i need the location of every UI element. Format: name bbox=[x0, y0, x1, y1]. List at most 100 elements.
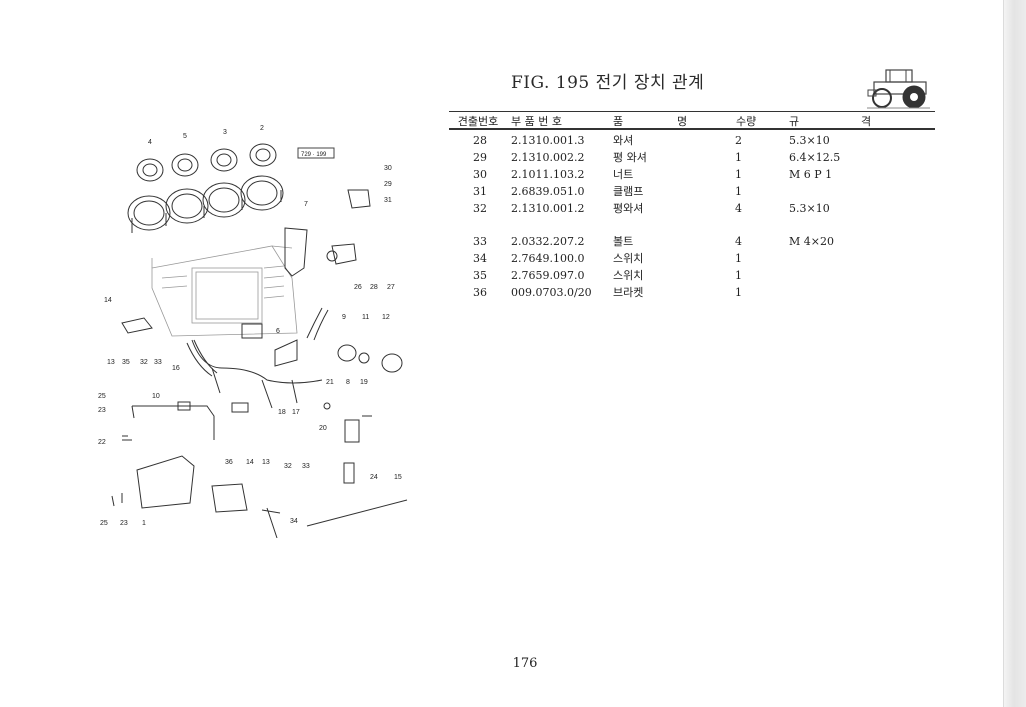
row-part: 2.1310.002.2 bbox=[511, 151, 585, 164]
row-spec: M 4×20 bbox=[789, 235, 834, 248]
callout: 4 bbox=[148, 139, 152, 146]
row-part: 2.1310.001.3 bbox=[511, 134, 585, 147]
callout: 14 bbox=[104, 297, 112, 304]
row-qty: 1 bbox=[735, 252, 742, 265]
callout: 30 bbox=[384, 165, 392, 172]
row-no: 34 bbox=[473, 252, 487, 265]
row-name: 평와셔 bbox=[613, 202, 644, 215]
row-no: 35 bbox=[473, 269, 487, 282]
callout: 34 bbox=[290, 518, 298, 525]
callout: 28 bbox=[370, 284, 378, 291]
callout: 25 bbox=[98, 393, 106, 400]
header-part: 부 품 번 호 bbox=[511, 115, 562, 128]
table-header: 견출번호 부 품 번 호 품 명 수량 규 격 bbox=[449, 114, 935, 130]
callout: 8 bbox=[346, 379, 350, 386]
page-number: 176 bbox=[512, 656, 538, 671]
row-name: 볼트 bbox=[613, 235, 634, 248]
row-part: 2.0332.207.2 bbox=[511, 235, 585, 248]
row-spec: 6.4×12.5 bbox=[789, 151, 841, 164]
callout: 33 bbox=[154, 359, 162, 366]
callout: 12 bbox=[382, 314, 390, 321]
callout: 23 bbox=[120, 520, 128, 527]
callout: 16 bbox=[172, 365, 180, 372]
header-spec-1: 규 bbox=[789, 115, 800, 128]
callout: 1 bbox=[142, 520, 146, 527]
callout: 2 bbox=[260, 125, 264, 132]
callout: 22 bbox=[98, 439, 106, 446]
callout: 27 bbox=[387, 284, 395, 291]
callout: 33 bbox=[302, 463, 310, 470]
callout: 6 bbox=[276, 328, 280, 335]
row-qty: 2 bbox=[735, 134, 742, 147]
callout: 35 bbox=[122, 359, 130, 366]
callout-numbers: 4 5 3 2 30 29 31 7 26 28 27 14 6 9 11 12… bbox=[98, 125, 402, 527]
header-spec-2: 격 bbox=[861, 115, 872, 128]
row-name: 스위치 bbox=[613, 269, 644, 282]
callout: 20 bbox=[319, 425, 327, 432]
row-no: 33 bbox=[473, 235, 487, 248]
callout: 18 bbox=[278, 409, 286, 416]
tractor-icon bbox=[867, 69, 930, 109]
row-qty: 1 bbox=[735, 269, 742, 282]
row-name: 클램프 bbox=[613, 185, 644, 198]
table-header-rule bbox=[449, 128, 935, 130]
row-name: 평 와셔 bbox=[613, 151, 647, 164]
row-no: 30 bbox=[473, 168, 487, 181]
row-name: 브라켓 bbox=[613, 286, 644, 299]
row-part: 2.1310.001.2 bbox=[511, 202, 585, 215]
callout: 11 bbox=[362, 314, 369, 321]
callout: 26 bbox=[354, 284, 362, 291]
callout: 23 bbox=[98, 407, 106, 414]
header-name-2: 명 bbox=[677, 115, 688, 128]
callout: 10 bbox=[152, 393, 160, 400]
row-spec: 5.3×10 bbox=[789, 134, 830, 147]
callout: 32 bbox=[284, 463, 292, 470]
callout: 13 bbox=[262, 459, 270, 466]
callout: 36 bbox=[225, 459, 233, 466]
row-no: 32 bbox=[473, 202, 487, 215]
header-name-1: 품 bbox=[613, 115, 624, 128]
callout: 24 bbox=[370, 474, 378, 481]
table-top-rule bbox=[449, 111, 935, 112]
exploded-parts-diagram: 729 · 199 bbox=[98, 125, 408, 538]
row-spec: 5.3×10 bbox=[789, 202, 830, 215]
row-no: 31 bbox=[473, 185, 487, 198]
row-name: 스위치 bbox=[613, 252, 644, 265]
row-name: 너트 bbox=[613, 168, 634, 181]
row-qty: 4 bbox=[735, 202, 742, 215]
row-no: 29 bbox=[473, 151, 487, 164]
row-qty: 1 bbox=[735, 286, 742, 299]
callout: 9 bbox=[342, 314, 346, 321]
row-qty: 1 bbox=[735, 185, 742, 198]
row-part: 009.0703.0/20 bbox=[511, 286, 592, 299]
callout: 21 bbox=[326, 379, 334, 386]
callout: 7 bbox=[304, 201, 308, 208]
callout: 15 bbox=[394, 474, 402, 481]
callout: 17 bbox=[292, 409, 300, 416]
row-qty: 1 bbox=[735, 168, 742, 181]
callout: 19 bbox=[360, 379, 368, 386]
page-title: FIG. 195 전기 장치 관계 bbox=[511, 73, 705, 93]
dash-panel bbox=[151, 245, 298, 337]
callout: 25 bbox=[100, 520, 108, 527]
row-part: 2.6839.051.0 bbox=[511, 185, 585, 198]
row-spec: M 6 P 1 bbox=[789, 168, 833, 181]
row-part: 2.7659.097.0 bbox=[511, 269, 585, 282]
header-qty: 수량 bbox=[736, 115, 757, 128]
callout: 14 bbox=[246, 459, 254, 466]
code-label: 729 · 199 bbox=[301, 152, 327, 158]
row-no: 28 bbox=[473, 134, 487, 147]
callout: 32 bbox=[140, 359, 148, 366]
row-no: 36 bbox=[473, 286, 487, 299]
callout: 3 bbox=[223, 129, 227, 136]
scan-edge-strip bbox=[1003, 0, 1026, 707]
callout: 5 bbox=[183, 133, 187, 140]
code-label-box bbox=[297, 147, 335, 159]
callout: 29 bbox=[384, 181, 392, 188]
header-no: 견출번호 bbox=[457, 115, 499, 128]
row-part: 2.7649.100.0 bbox=[511, 252, 585, 265]
row-qty: 1 bbox=[735, 151, 742, 164]
row-qty: 4 bbox=[735, 235, 742, 248]
callout: 31 bbox=[384, 197, 392, 204]
callout: 13 bbox=[107, 359, 115, 366]
